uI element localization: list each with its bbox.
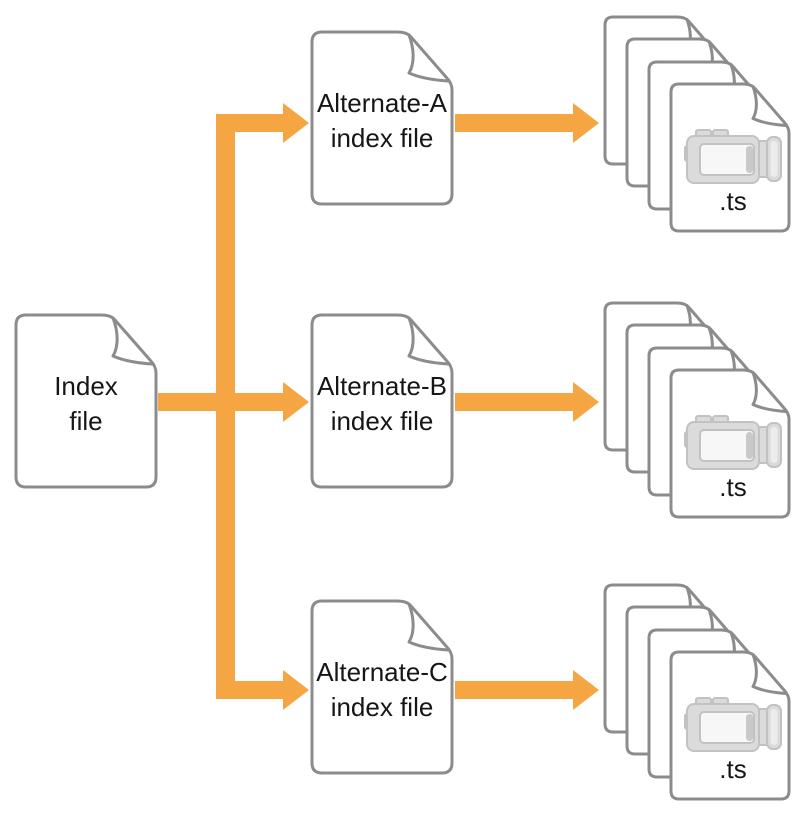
- alternate-a-label: Alternate-A index file: [310, 30, 454, 206]
- arrow-to-alternate-a: [216, 103, 309, 143]
- label-line2: index file: [330, 406, 434, 436]
- segment-file-page: .ts: [669, 82, 791, 233]
- label-line2: index file: [330, 123, 434, 153]
- label-line2: index file: [330, 692, 434, 722]
- index-file-node: Index file: [14, 313, 158, 489]
- segment-file-page: .ts: [669, 650, 791, 801]
- video-camera-icon: [684, 415, 782, 470]
- video-camera-icon: [684, 129, 782, 184]
- segment-stack-b: .ts: [603, 301, 805, 525]
- index-file-label: Index file: [14, 313, 158, 489]
- arrow-alternate-c-to-segments: [455, 670, 599, 710]
- video-camera-icon: [684, 697, 782, 752]
- label-line2: file: [69, 406, 103, 436]
- segment-stack-c: .ts: [603, 583, 805, 807]
- alternate-c-index-node: Alternate-C index file: [310, 599, 454, 775]
- label-line1: Alternate-A: [316, 88, 448, 118]
- ts-extension-label: .ts: [719, 186, 747, 216]
- ts-extension-label: .ts: [719, 472, 747, 502]
- alternate-c-label: Alternate-C index file: [310, 599, 454, 775]
- label-line1: Alternate-C: [316, 657, 448, 687]
- arrow-index-to-alternate-b: [158, 382, 309, 422]
- ts-extension-label: .ts: [719, 754, 747, 784]
- arrow-alternate-a-to-segments: [455, 103, 599, 143]
- alternate-a-index-node: Alternate-A index file: [310, 30, 454, 206]
- label-line1: Alternate-B: [316, 371, 448, 401]
- segment-file-page: .ts: [669, 368, 791, 519]
- label-line1: Index: [54, 371, 118, 401]
- alternate-b-label: Alternate-B index file: [310, 313, 454, 489]
- arrow-alternate-b-to-segments: [455, 382, 599, 422]
- alternate-b-index-node: Alternate-B index file: [310, 313, 454, 489]
- arrow-to-alternate-c: [216, 670, 309, 710]
- segment-stack-a: .ts: [603, 15, 805, 239]
